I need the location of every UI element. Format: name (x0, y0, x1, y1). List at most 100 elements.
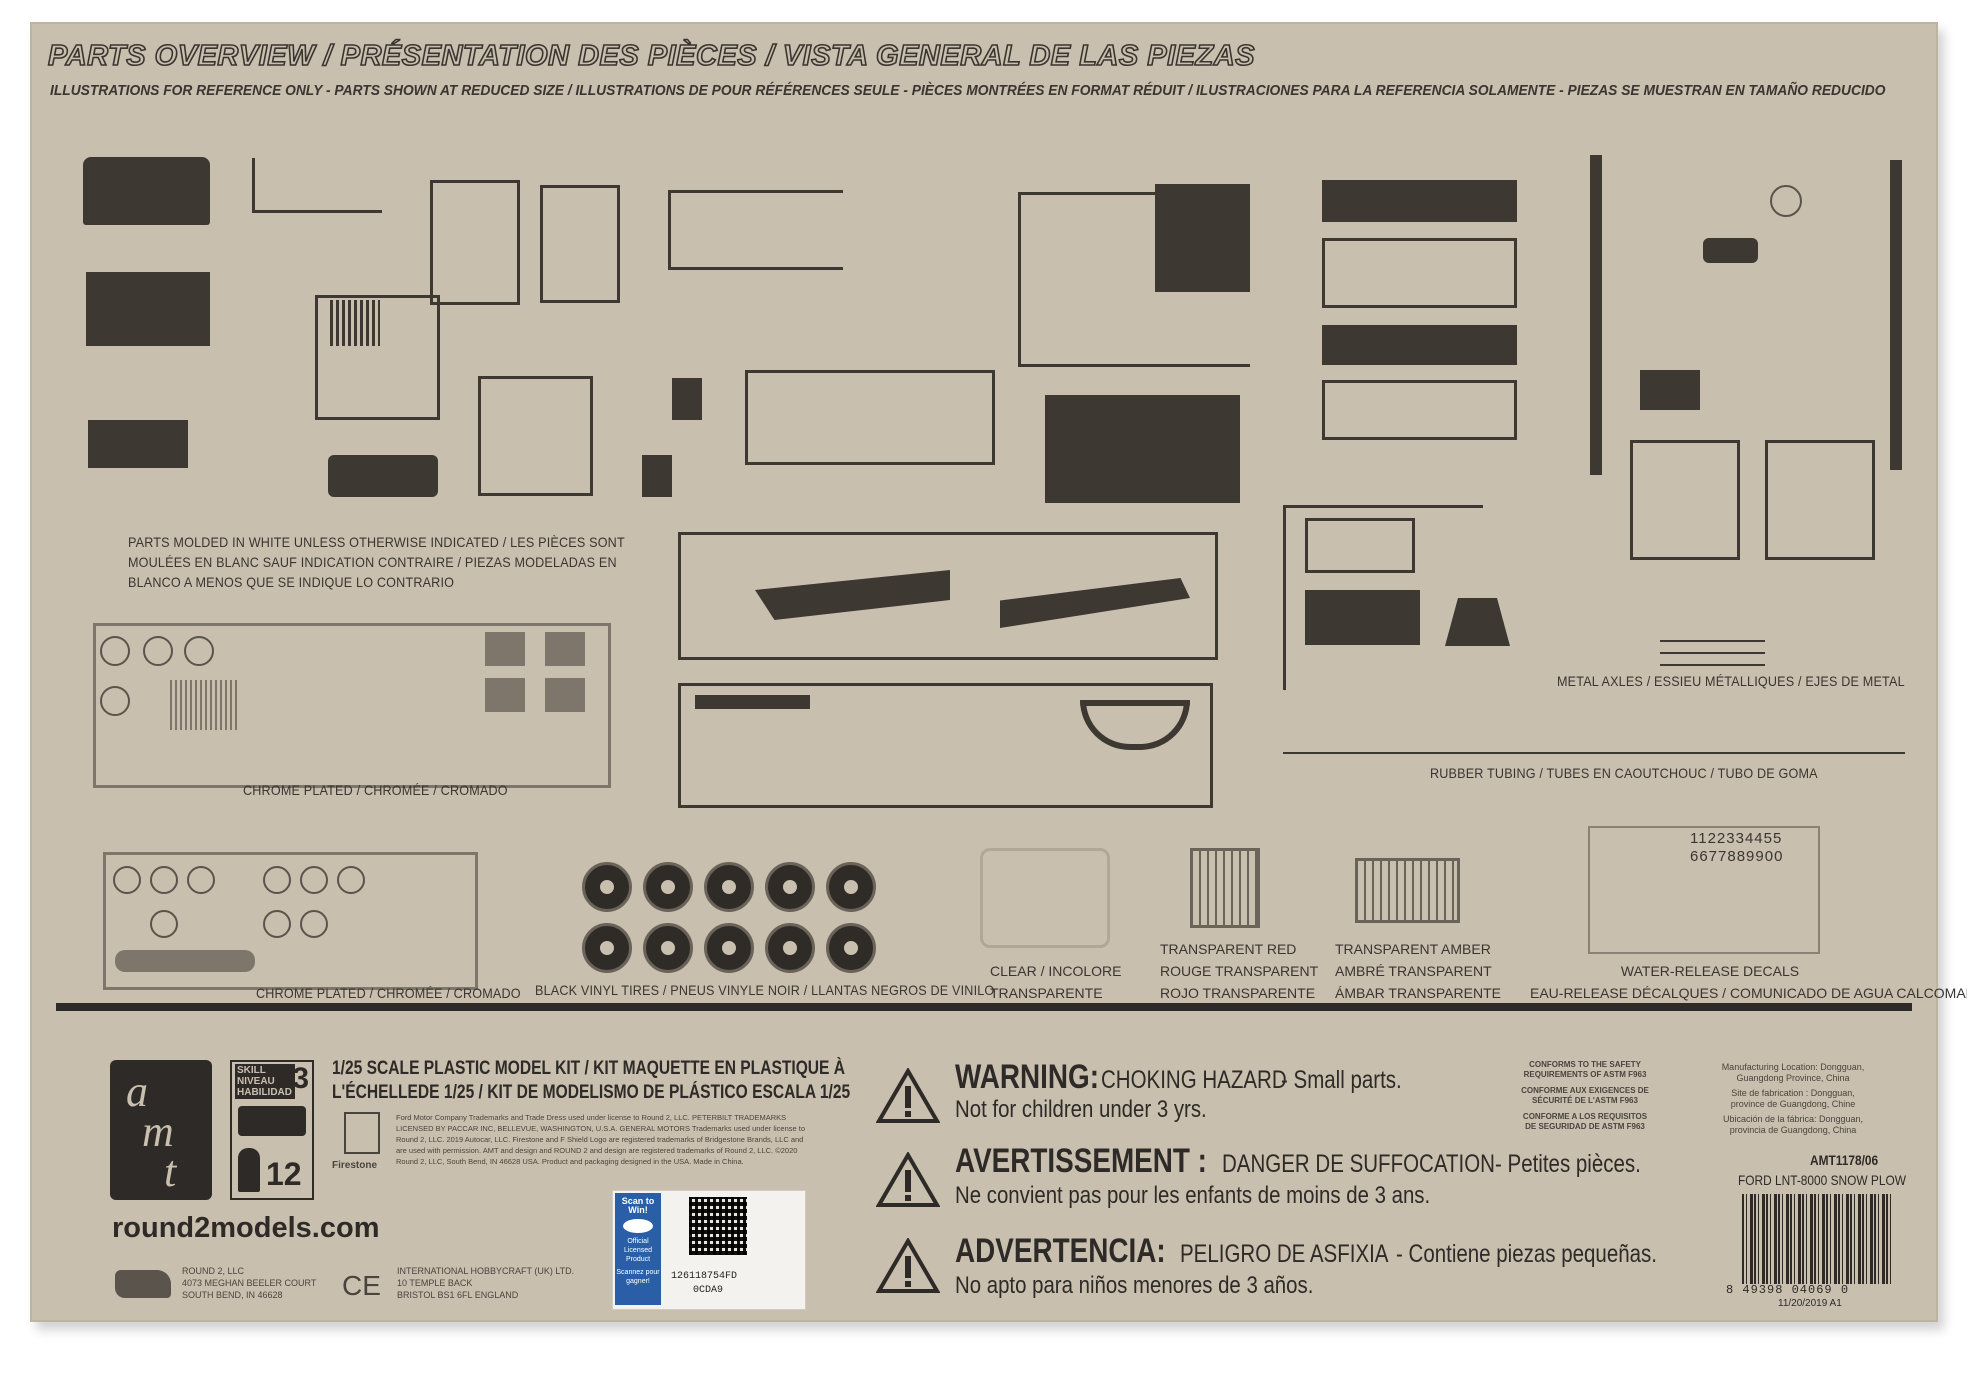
warning-fr-title: AVERTISSEMENT : (955, 1142, 1207, 1180)
frame-crossmember-1 (1322, 238, 1517, 308)
warning-triangle-icon (876, 1068, 940, 1123)
manufacturing-line-3: Site de fabrication : Dongguan, (1731, 1088, 1855, 1098)
red-label-line-3: ROJO TRANSPARENTE (1160, 985, 1316, 1001)
sprue-l (1305, 518, 1415, 573)
manufacturing-line-4: province de Guangdong, Chine (1730, 1099, 1856, 1109)
sprue-j (1765, 440, 1875, 560)
section-divider (56, 1003, 1912, 1011)
frame-crossmember-2 (1322, 380, 1517, 440)
amber-label-line-3: ÁMBAR TRANSPARENTE (1335, 985, 1501, 1001)
manufacturing-line-1: Manufacturing Location: Dongguan, (1721, 1062, 1865, 1072)
tire-8 (704, 923, 754, 973)
chrome-wheel-7 (187, 866, 215, 894)
parts-overview-title: PARTS OVERVIEW / PRÉSENTATION DES PIÈCES… (47, 39, 1255, 73)
chrome-part-d (545, 678, 585, 712)
sticker-scan-text: Scan to Win! (621, 1196, 655, 1215)
round2-address: ROUND 2, LLC 4073 MEGHAN BEELER COURT SO… (182, 1265, 316, 1301)
sticker-blue-panel: Scan to Win! Official Licensed Product S… (615, 1193, 661, 1305)
chrome-label-1: CHROME PLATED / CHROMÉE / CROMADO (243, 782, 508, 798)
skill-text-en: SKILL (237, 1065, 266, 1076)
warning-es-title: ADVERTENCIA: (955, 1232, 1166, 1270)
age-number: 12 (266, 1156, 302, 1192)
amt-logo-m: m (142, 1107, 174, 1156)
red-lens-sprue (1190, 848, 1260, 928)
chrome-sprue-2 (103, 852, 478, 990)
amber-label-line-2: AMBRÉ TRANSPARENT (1335, 963, 1492, 979)
scan-to-win-sticker[interactable]: Scan to Win! Official Licensed Product S… (612, 1190, 806, 1310)
warning-es-sub: PELIGRO DE ASFIXIA (1179, 1240, 1389, 1268)
astm-conformity: CONFORMS TO THE SAFETY REQUIREMENTS OF A… (1520, 1060, 1650, 1132)
skill-text-es: HABILIDAD (237, 1087, 292, 1098)
chrome-wheel-2 (143, 636, 173, 666)
ford-oval-icon (623, 1219, 653, 1233)
hobbycraft-address-line-3: BRISTOL BS1 6FL ENGLAND (397, 1290, 519, 1300)
kit-line-1: 1/25 SCALE PLASTIC MODEL KIT / KIT MAQUE… (332, 1058, 846, 1079)
print-date: 11/20/2019 A1 (1778, 1298, 1842, 1309)
sticker-code-1: 126118754FD (671, 1271, 738, 1282)
tire-2 (643, 862, 693, 912)
barcode-digits: 8 49398 04069 0 (1726, 1283, 1850, 1297)
round2-address-line-2: 4073 MEGHAN BEELER COURT (182, 1278, 317, 1288)
glue-paint-icon (238, 1106, 306, 1136)
tire-1 (582, 862, 632, 912)
chrome-part-a (485, 632, 525, 666)
plow-bar-part (695, 695, 810, 709)
amber-lens-sprue (1355, 858, 1460, 923)
steering-wheel-part (1770, 185, 1802, 217)
warning-en-desc: Not for children under 3 yrs. (955, 1096, 1207, 1123)
tire-4 (765, 862, 815, 912)
warning-en-title: WARNING: (955, 1058, 1100, 1096)
hobbycraft-address-line-2: 10 TEMPLE BACK (397, 1278, 473, 1288)
block-part (642, 455, 672, 497)
amt-logo-t: t (164, 1147, 177, 1196)
warning-triangle-icon (876, 1238, 940, 1293)
chrome-wheel-3 (184, 636, 214, 666)
chrome-wheel-11 (150, 910, 178, 938)
chrome-wheel-13 (300, 910, 328, 938)
warning-fr: AVERTISSEMENT :DANGER DE SUFFOCATION - P… (955, 1142, 1673, 1181)
tire-3 (704, 862, 754, 912)
red-label-line-2: ROUGE TRANSPARENT (1160, 963, 1319, 979)
chrome-wheel-1 (100, 636, 130, 666)
chrome-wheel-10 (337, 866, 365, 894)
skill-text-fr: NIVEAU (237, 1076, 275, 1087)
chrome-wheel-8 (263, 866, 291, 894)
mudflap-part (1445, 598, 1510, 646)
round2-logo (115, 1270, 171, 1298)
decals-label-line-2: EAU-RELEASE DÉCALQUES / COMUNICADO DE AG… (1530, 985, 1967, 1001)
tire-5 (826, 862, 876, 912)
decal-numbers-1: 1122334455 (1690, 830, 1783, 847)
qr-code-icon[interactable] (689, 1197, 747, 1255)
rubber-tubing-label: RUBBER TUBING / TUBES EN CAOUTCHOUC / TU… (1430, 765, 1818, 781)
metal-axle-3 (1660, 664, 1765, 666)
molded-white-note-3: BLANCO A MENOS QUE SE INDIQUE LO CONTRAR… (128, 574, 455, 590)
tire-6 (582, 923, 632, 973)
sticker-official-1: Official (627, 1238, 649, 1245)
manufacturing-location: Manufacturing Location: Dongguan, Guangd… (1708, 1062, 1878, 1136)
sticker-scannez-text: Scannez pour gagner! (616, 1269, 660, 1285)
decals-label-line-1: WATER-RELEASE DECALS (1620, 963, 1800, 979)
round2-address-line-1: ROUND 2, LLC (182, 1266, 245, 1276)
sticker-code-2: 0CDA9 (693, 1285, 724, 1296)
clear-label: CLEAR / INCOLORE TRANSPARENTE (990, 960, 1121, 1004)
hood-part (83, 157, 210, 225)
chrome-wheel-4 (100, 686, 130, 716)
skill-level-number: 3 (292, 1062, 309, 1095)
tire-7 (643, 923, 693, 973)
warning-es-desc: No apto para niños menores de 3 años. (955, 1272, 1314, 1299)
skill-level-badge: SKILL NIVEAU HABILIDAD 3 12 (230, 1060, 314, 1200)
clear-label-line-2: TRANSPARENTE (990, 985, 1103, 1001)
grille-part (86, 272, 210, 346)
sprue-g (745, 370, 995, 465)
warning-es: ADVERTENCIA:PELIGRO DE ASFIXIA - Contien… (955, 1232, 1714, 1271)
astm-line-2: REQUIREMENTS OF ASTM F963 (1523, 1070, 1647, 1079)
plow-blade-sprue (678, 532, 1218, 660)
rubber-tubing (1283, 752, 1905, 754)
astm-line-5: CONFORME A LOS REQUISITOS (1522, 1112, 1648, 1121)
ce-mark: CE (342, 1270, 381, 1301)
clear-windows-part (980, 848, 1110, 948)
fender-part (88, 420, 188, 468)
dashboard-part (1703, 238, 1758, 263)
frame-rail-2 (1322, 325, 1517, 365)
sprue-d (540, 185, 620, 303)
